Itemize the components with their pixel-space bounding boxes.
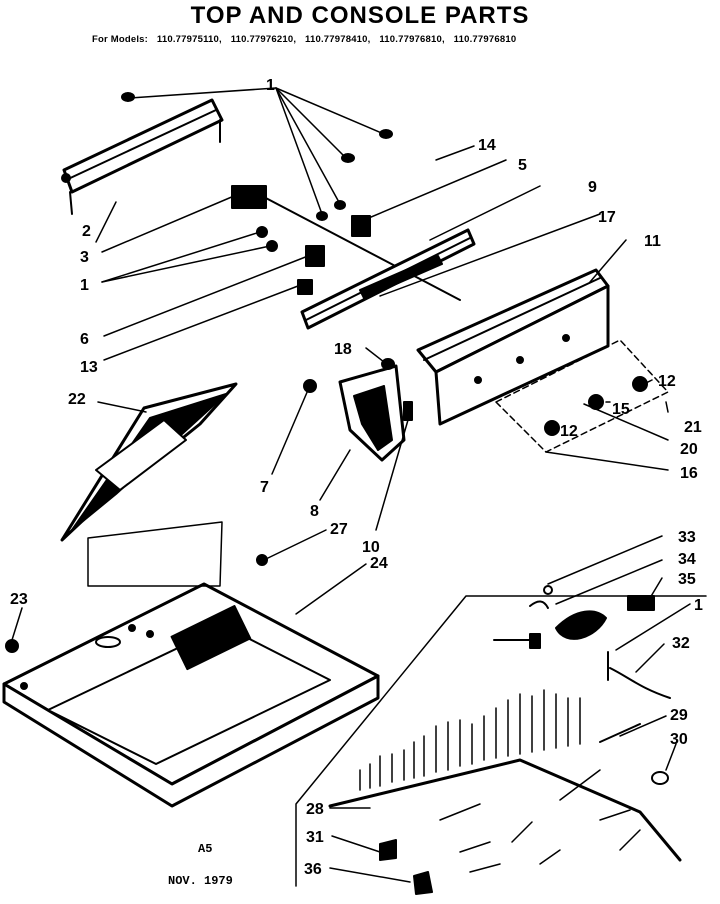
callout-label: 28 (306, 801, 324, 818)
model-number: 110.77976210, (230, 34, 297, 45)
callout-label: 1 (266, 77, 275, 94)
model-number: 110.77978410, (305, 34, 371, 45)
callout-label: 11 (644, 233, 661, 250)
callout-label: 24 (370, 555, 388, 572)
part-control-assembly (231, 185, 461, 301)
part-thermostat-group (493, 585, 671, 699)
callout-label: 6 (80, 331, 89, 348)
diagram-title: TOP AND CONSOLE PARTS (190, 2, 530, 29)
models-label: For Models: (92, 34, 149, 45)
callout-label: 33 (678, 529, 696, 546)
callout-label: 21 (684, 419, 702, 436)
part-lint-bracket (303, 358, 413, 462)
callout-label: 8 (310, 503, 319, 520)
part-dryer-top (2, 521, 380, 808)
callout-label: 2 (82, 223, 91, 240)
callout-label: 12 (560, 423, 578, 440)
callout-label: 12 (658, 373, 676, 390)
callout-label: 23 (10, 591, 28, 608)
callout-label: 31 (306, 829, 324, 846)
callout-label: 1 (80, 277, 89, 294)
callout-label: 15 (612, 401, 630, 418)
callout-label: 27 (330, 521, 348, 538)
callout-numbers: 1 2 3 1 6 13 14 5 9 17 11 12 15 21 20 12… (10, 77, 703, 878)
callout-label: 10 (362, 539, 380, 556)
part-top-lid-insert (60, 382, 238, 542)
callout-label: 3 (80, 249, 89, 266)
part-console-channel (300, 215, 476, 330)
callout-label: 16 (680, 465, 698, 482)
part-wiring-harness (295, 595, 707, 895)
callout-label: 7 (260, 479, 269, 496)
callout-label: 18 (334, 341, 352, 358)
callout-label: 36 (304, 861, 322, 878)
part-console-panel (416, 268, 610, 426)
callout-label: 20 (680, 441, 698, 458)
model-number: 110.77975110, (156, 34, 222, 45)
part-rear-bracket (61, 98, 224, 215)
callout-label: 13 (80, 359, 98, 376)
callout-label: 17 (598, 209, 616, 226)
callout-label: 35 (678, 571, 696, 588)
callout-label: 1 (694, 597, 703, 614)
leader-lines (11, 87, 691, 883)
footer-code: A5 (198, 842, 213, 856)
callout-label: 32 (672, 635, 690, 652)
callout-label: 30 (670, 731, 688, 748)
callout-label: 14 (478, 137, 496, 154)
model-number: 110.77976810, (379, 34, 445, 45)
callout-label: 29 (670, 707, 688, 724)
model-number: 110.77976810 (453, 34, 517, 45)
callout-label: 9 (588, 179, 597, 196)
callout-label: 22 (68, 391, 86, 408)
callout-label: 5 (518, 157, 527, 174)
model-numbers: For Models: 110.77975110, 110.77976210, … (92, 34, 522, 45)
footer-date: NOV. 1979 (168, 874, 233, 888)
part-control-knobs (495, 339, 669, 453)
callout-label: 34 (678, 551, 696, 568)
